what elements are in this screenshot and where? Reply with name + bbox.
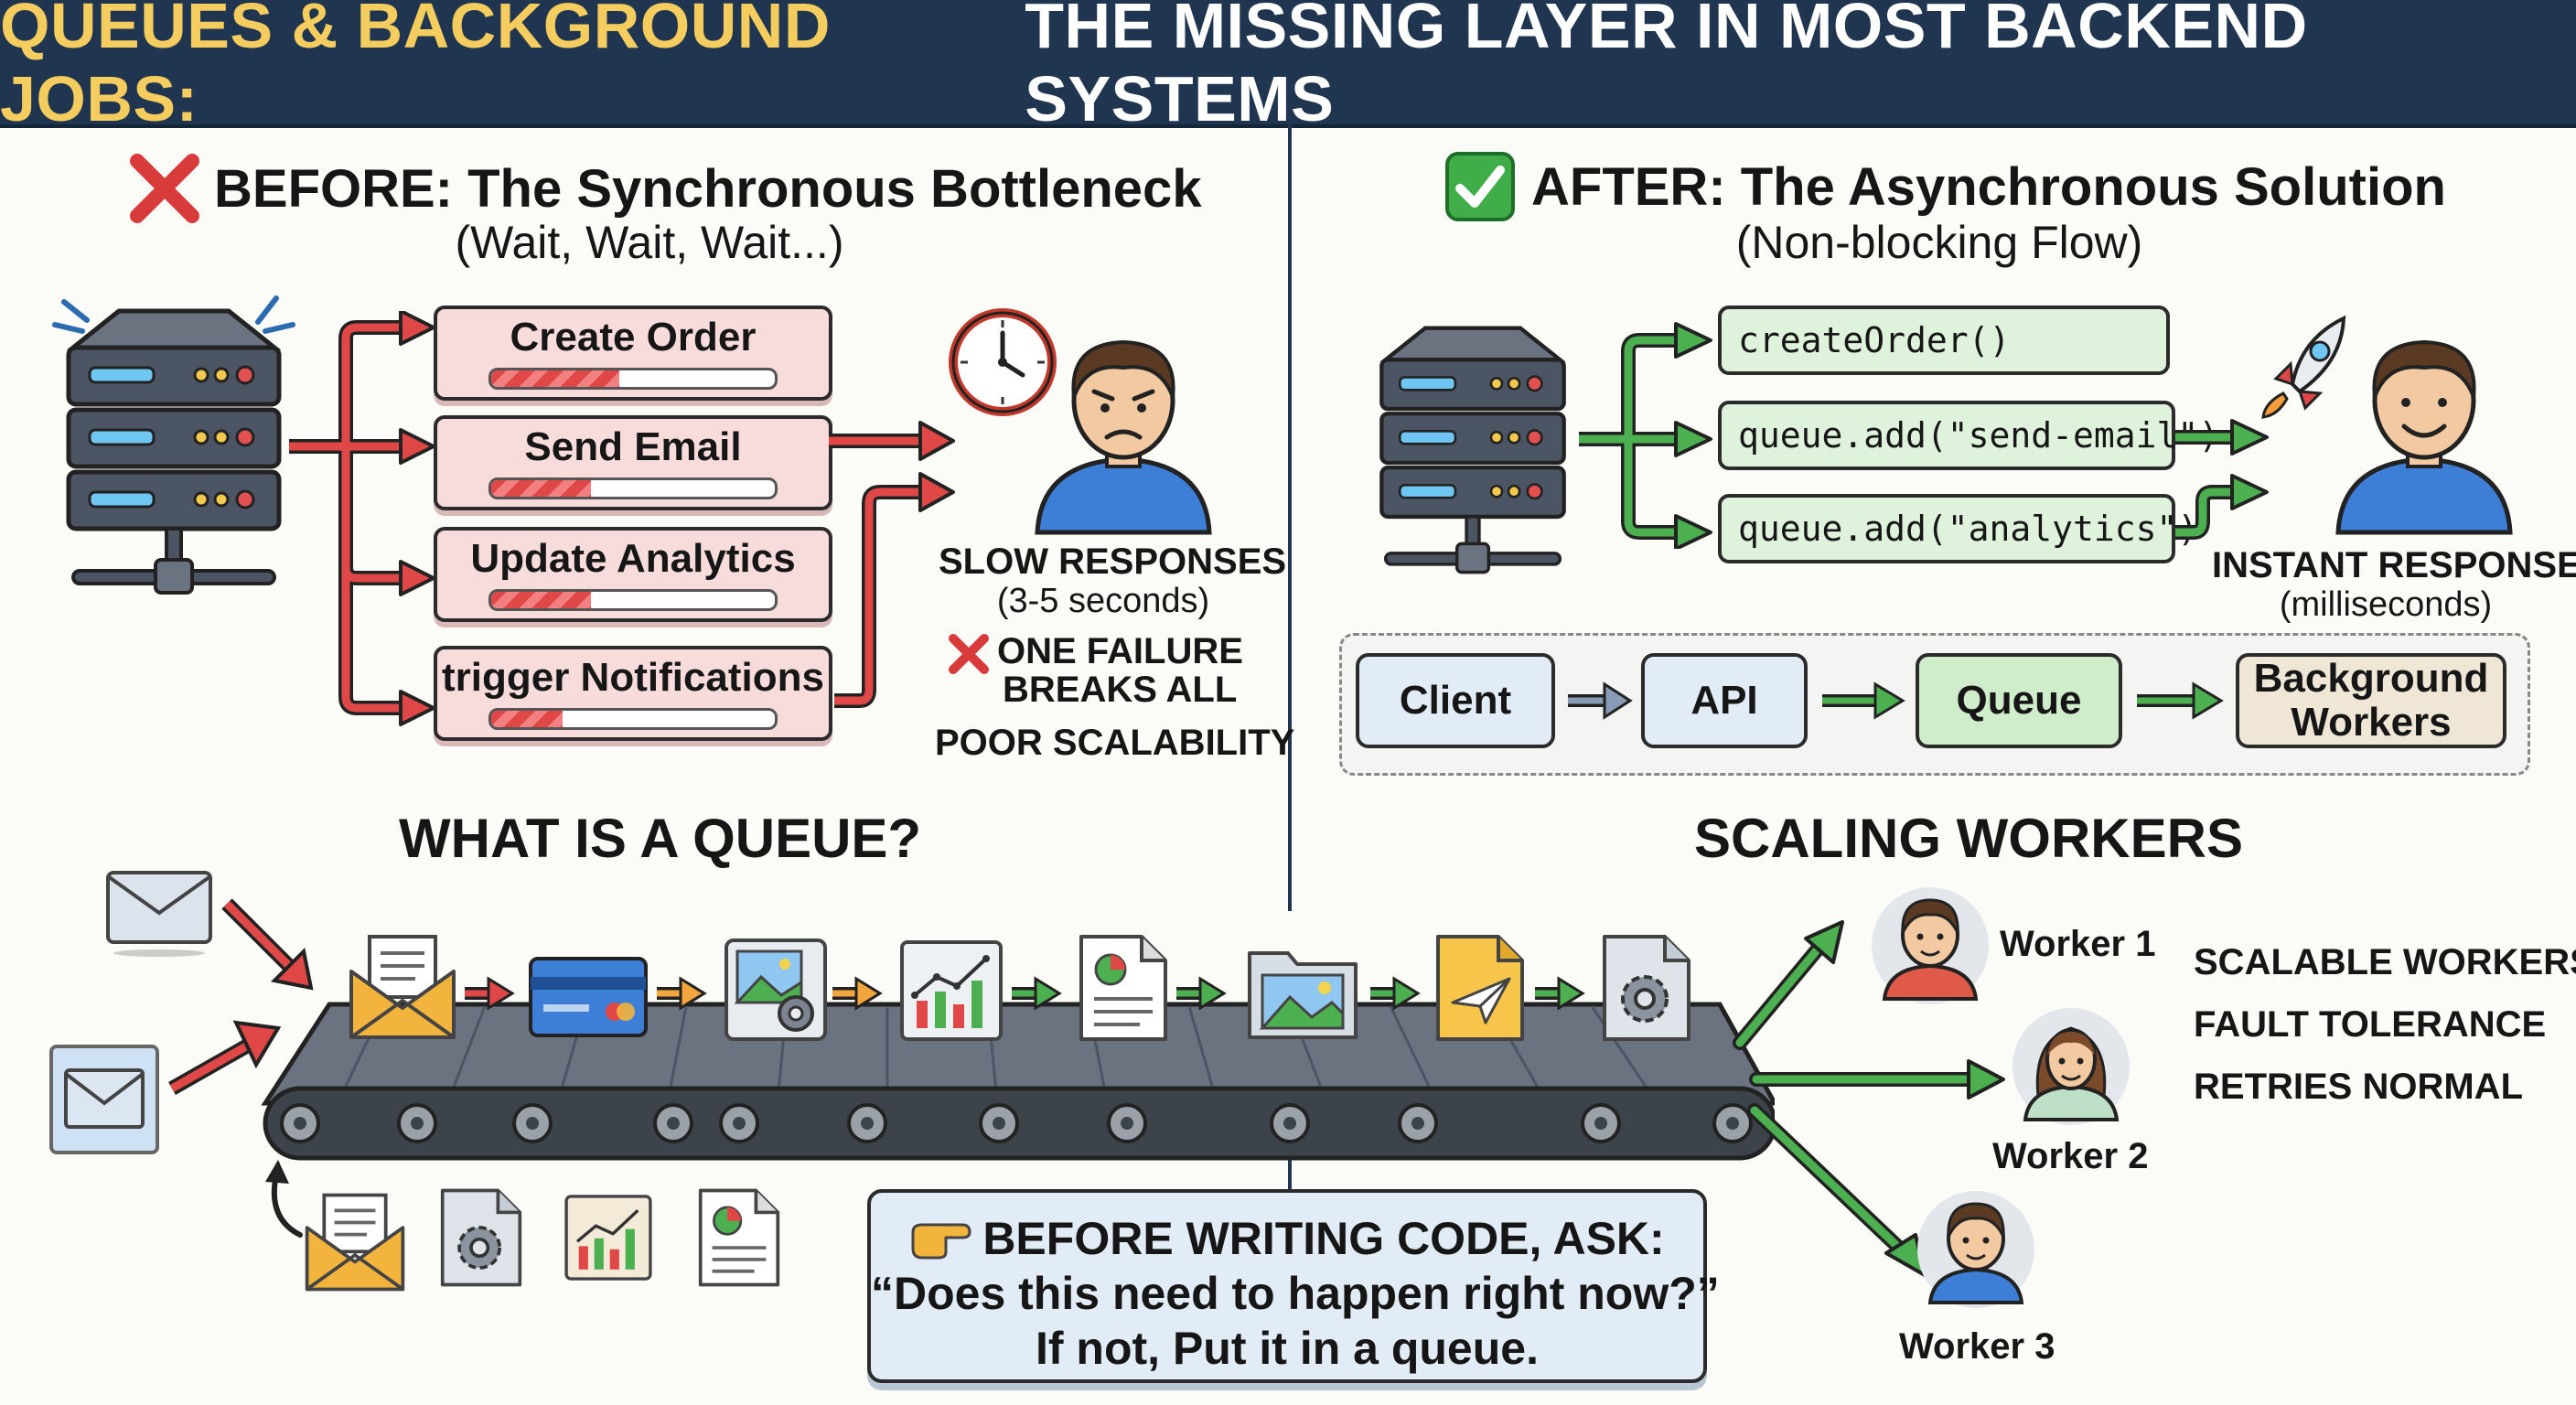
step-update-analytics: Update Analytics — [434, 527, 832, 622]
title-banner: QUEUES & BACKGROUND JOBS: THE MISSING LA… — [0, 0, 2576, 134]
flow-arrow — [1176, 976, 1227, 1011]
frustrated-user-icon — [1035, 339, 1212, 535]
title-rest: THE MISSING LAYER IN MOST BACKEND SYSTEM… — [1025, 0, 2308, 134]
envelope-letter-icon — [305, 1193, 405, 1292]
return-arrow-icon — [265, 1160, 303, 1238]
rocket-icon — [2261, 315, 2346, 419]
pipeline-arrow — [2137, 681, 2224, 720]
clock-icon — [949, 308, 1057, 416]
worker-3-avatar — [1917, 1191, 2034, 1308]
flow-arrow — [1535, 976, 1585, 1011]
progress-fill — [491, 370, 619, 387]
flow-arrow — [1370, 976, 1421, 1011]
async-branch-arrows — [1579, 322, 1712, 549]
failure-line-1: ONE FAILURE — [997, 631, 1243, 671]
pointing-hand-icon — [911, 1223, 971, 1260]
chart-icon — [564, 1195, 652, 1281]
step-label: Send Email — [524, 424, 742, 469]
credit-card-icon — [529, 957, 648, 1037]
server-icon — [1379, 326, 1566, 574]
progress-fill — [491, 480, 591, 497]
feature-retries: RETRIES NORMAL — [2194, 1067, 2523, 1107]
send-document-icon — [1436, 935, 1524, 1041]
worker-2-avatar — [2012, 1008, 2130, 1125]
pipeline-arrow — [1568, 681, 1633, 720]
pipeline-client: Client — [1356, 653, 1555, 748]
pipeline-queue: Queue — [1916, 653, 2122, 748]
after-title: AFTER: The Asynchronous Solution — [1531, 156, 2446, 217]
step-trigger-notifications: trigger Notifications — [434, 646, 832, 741]
image-settings-icon — [724, 938, 827, 1041]
poor-scalability-label: POOR SCALABILITY — [935, 723, 1295, 763]
progress-bar — [488, 589, 778, 611]
queue-heading: WHAT IS A QUEUE? — [399, 808, 922, 869]
code-queue-analytics: queue.add("analytics") — [1718, 494, 2198, 563]
instant-response-label: INSTANT RESPONSE — [2212, 545, 2576, 585]
cross-mark-icon — [949, 634, 989, 674]
worker-2-label: Worker 2 — [1992, 1136, 2149, 1176]
envelope-letter-icon — [349, 935, 456, 1039]
before-title-row: BEFORE: The Synchronous Bottleneck — [128, 152, 1202, 225]
step-label: Update Analytics — [470, 536, 796, 581]
slow-responses-label: SLOW RESPONSES — [939, 542, 1287, 582]
progress-bar — [488, 477, 778, 499]
callout-box: BEFORE WRITING CODE, ASK: “Does this nee… — [867, 1189, 1720, 1383]
callout-line-2: “Does this need to happen right now?” — [871, 1268, 1720, 1319]
worker-3-label: Worker 3 — [1899, 1326, 2055, 1367]
incoming-arrow — [168, 1020, 282, 1095]
code-queue-send-email: queue.add("send-email") — [1718, 401, 2219, 470]
pipeline-arrow — [1822, 681, 1905, 720]
server-icon — [52, 295, 295, 595]
pipeline-api: API — [1641, 653, 1808, 748]
vertical-divider-lower — [1288, 1158, 1292, 1189]
pipeline-background-workers: Background Workers — [2236, 653, 2506, 748]
title-highlight: QUEUES & BACKGROUND JOBS: — [0, 0, 831, 134]
callout-line-1: BEFORE WRITING CODE, ASK: — [982, 1213, 1665, 1264]
worker-1-label: Worker 1 — [2000, 924, 2156, 964]
chart-icon — [900, 940, 1003, 1041]
callout-line-3: If not, Put it in a queue. — [1036, 1323, 1539, 1374]
failure-line-2: BREAKS ALL — [1003, 670, 1238, 710]
happy-user-icon — [2335, 339, 2513, 535]
progress-fill — [491, 711, 563, 727]
step-label: Create Order — [510, 315, 757, 359]
feature-scalable: SCALABLE WORKERS — [2194, 942, 2576, 982]
gear-document-icon — [440, 1188, 522, 1287]
incoming-arrow — [221, 898, 314, 991]
report-document-icon — [698, 1188, 780, 1287]
step-send-email: Send Email — [434, 415, 832, 510]
before-subtitle: (Wait, Wait, Wait...) — [455, 217, 844, 268]
instant-response-detail: (milliseconds) — [2279, 585, 2493, 624]
progress-bar — [488, 708, 778, 730]
envelope-icon — [49, 1045, 159, 1154]
after-subtitle: (Non-blocking Flow) — [1735, 217, 2143, 268]
sync-branch-arrows — [289, 311, 435, 726]
flow-arrow — [1012, 976, 1062, 1011]
step-create-order: Create Order — [434, 306, 832, 401]
vertical-divider — [1288, 124, 1292, 911]
before-title: BEFORE: The Synchronous Bottleneck — [214, 158, 1202, 219]
worker-fanout-arrows — [1733, 920, 2005, 1277]
after-title-row: AFTER: The Asynchronous Solution — [1444, 150, 2446, 223]
gear-document-icon — [1603, 935, 1690, 1041]
check-mark-icon — [1445, 152, 1515, 221]
flow-arrow — [657, 976, 707, 1011]
flow-arrow — [832, 976, 883, 1011]
step-label: trigger Notifications — [441, 655, 825, 700]
scaling-heading: SCALING WORKERS — [1694, 808, 2243, 869]
flow-arrow — [465, 976, 515, 1011]
code-create-order: createOrder() — [1718, 306, 2170, 375]
feature-fault-tolerance: FAULT TOLERANCE — [2194, 1004, 2547, 1045]
envelope-icon — [106, 871, 212, 957]
report-document-icon — [1079, 935, 1167, 1041]
progress-bar — [488, 368, 778, 390]
image-folder-icon — [1248, 951, 1358, 1039]
slow-responses-detail: (3-5 seconds) — [996, 582, 1210, 620]
progress-fill — [491, 592, 591, 608]
async-output-arrows — [2175, 419, 2269, 540]
cross-mark-icon — [130, 154, 199, 223]
sync-output-arrows — [829, 421, 955, 708]
callout-line-1-row: BEFORE WRITING CODE, ASK: — [871, 1211, 1703, 1266]
worker-1-avatar — [1872, 887, 1989, 1004]
